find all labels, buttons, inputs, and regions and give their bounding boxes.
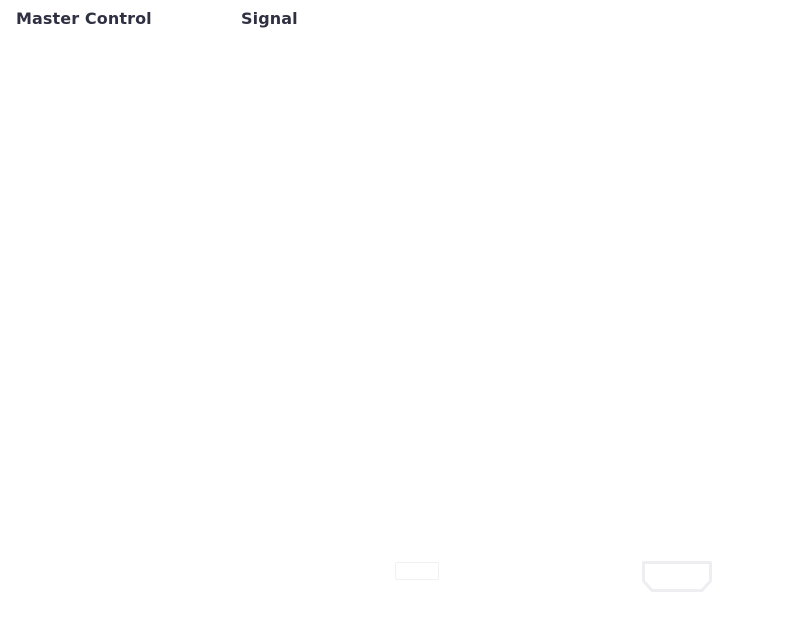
hdmi-connector-icon	[642, 561, 712, 592]
signal-heading: Signal	[241, 9, 298, 28]
port-slot-icon	[395, 562, 439, 580]
master-control-heading: Master Control	[16, 9, 152, 28]
